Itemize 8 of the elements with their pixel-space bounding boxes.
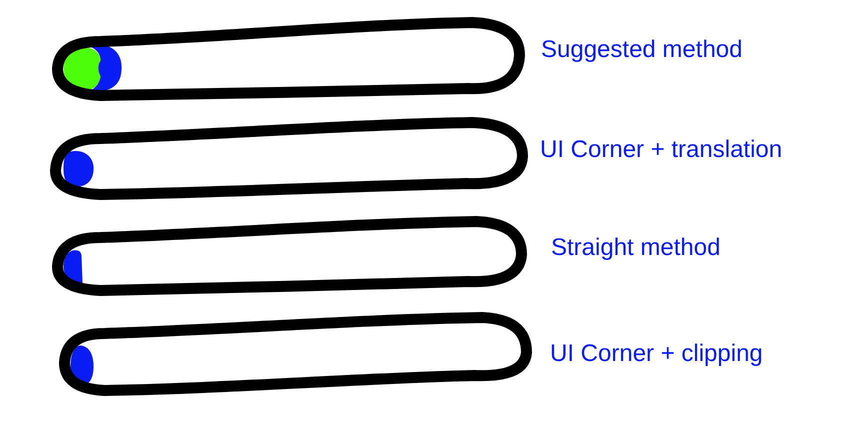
progress-bar — [50, 16, 526, 102]
progress-bar — [48, 116, 528, 200]
progress-bar — [58, 310, 532, 396]
progress-bar — [50, 214, 528, 296]
bar-label: Suggested method — [541, 35, 742, 65]
bar-label: UI Corner + clipping — [550, 339, 763, 369]
bar-label: Straight method — [551, 233, 720, 263]
bar-label: UI Corner + translation — [540, 135, 782, 165]
